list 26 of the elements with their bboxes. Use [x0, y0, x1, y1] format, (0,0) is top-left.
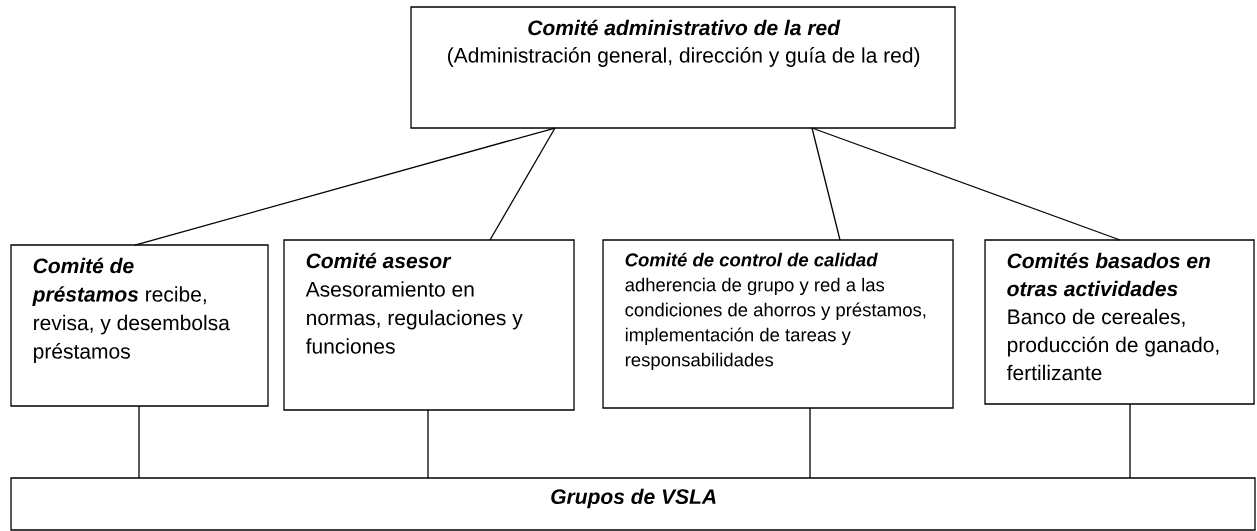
- connector-line: [811, 127, 1121, 241]
- node-label: Comité de control de calidad: [625, 252, 878, 267]
- node-label: Grupos de VSLA: [551, 488, 716, 509]
- connector-line: [1129, 403, 1131, 479]
- node-label: préstamos: [34, 343, 130, 363]
- connector-line: [809, 407, 811, 479]
- node-label: recibe,: [146, 286, 206, 305]
- node-label: Asesoramiento en normas, regulaciones y funciones: [305, 281, 523, 354]
- node-label: Banco de cereales, producción de ganado, fertilizante: [1006, 308, 1219, 381]
- node-label: Comité administrativo de la red: [528, 19, 841, 36]
- connector-line: [489, 127, 556, 241]
- node-label: Comités basados en otras actividades: [1007, 252, 1210, 297]
- connector-line: [134, 127, 556, 246]
- committee-box: [602, 239, 954, 409]
- node-label: Comité asesor: [306, 252, 452, 269]
- node-label: (Administración general, dirección y guía de la red): [448, 47, 920, 67]
- connector-line: [138, 405, 140, 479]
- connector-line: [811, 127, 841, 241]
- connector-line: [427, 409, 429, 479]
- committee-box: [984, 239, 1255, 405]
- title-box: [410, 6, 956, 129]
- groups-box: [10, 477, 1256, 531]
- node-label: revisa, y desembolsa: [34, 314, 230, 335]
- committee-box: [283, 239, 575, 411]
- committee-box: [10, 244, 269, 407]
- node-label: adherencia de grupo y red a las condiciones de ahorros y préstamos, implementación de tareas y responsabilidades: [625, 277, 926, 371]
